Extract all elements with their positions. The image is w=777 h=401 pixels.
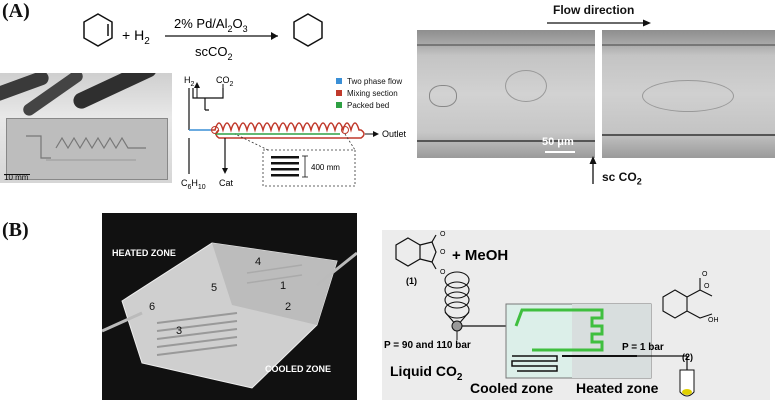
svg-text:O: O (440, 231, 446, 238)
scco2-inlet-arrow (589, 156, 597, 184)
reactor-schematic-a: H2 CO2 Outlet C6H10 Cat 400 mm (181, 75, 407, 191)
legend-item-mixing-section: Mixing section (336, 88, 402, 100)
flow-direction-label: Flow direction (553, 3, 635, 17)
panel-a-label: (A) (2, 0, 30, 22)
reaction-catalyst: 2% Pd/Al2O3 (174, 16, 248, 34)
flow-direction-arrow (547, 19, 651, 27)
cyclohexene-structure (83, 13, 113, 47)
mixer-valve (451, 320, 463, 332)
tube (70, 73, 160, 112)
micrograph-scale-label: 50 μm (542, 136, 574, 148)
liquid-co2-label: Liquid CO2 (390, 363, 463, 383)
scale-bar-line (4, 174, 30, 175)
cooled-zone-schematic-label: Cooled zone (470, 380, 553, 396)
pressure-in-label: P = 90 and 110 bar (384, 340, 471, 351)
cyclohexane-structure (293, 13, 323, 47)
heated-zone-schematic-label: Heated zone (576, 380, 659, 396)
pressure-out-label: P = 1 bar (622, 342, 664, 353)
preheat-coil (444, 271, 470, 327)
chip-photo-a: 10 mm (0, 73, 172, 183)
chip-photo-b: HEATED ZONE COOLED ZONE 1 2 3 4 5 6 (102, 213, 357, 400)
micrograph-left: 50 μm (417, 30, 595, 158)
scco2-inlet-label: sc CO2 (602, 170, 642, 187)
svg-text:O: O (440, 249, 446, 256)
product-structure (662, 278, 713, 319)
cooled-zone-label: COOLED ZONE (265, 364, 332, 374)
channel-depth-label: 400 mm (311, 163, 340, 172)
compound-2-label: (2) (682, 352, 693, 362)
zone-number-1: 1 (280, 280, 287, 292)
inlet-h2: H2 (184, 75, 195, 88)
legend-a: Two phase flow Mixing section Packed bed (336, 76, 402, 112)
inlet-cat: Cat (219, 178, 234, 188)
svg-text:OH: OH (708, 317, 719, 324)
reaction-h2: + H2 (122, 27, 150, 47)
legend-item-two-phase-flow: Two phase flow (336, 76, 402, 88)
reaction-scheme: + H2 2% Pd/Al2O3 scCO2 (83, 13, 323, 62)
phthalic-anhydride-structure (395, 234, 437, 270)
channel-inset (262, 149, 356, 187)
zone-number-4: 4 (255, 256, 262, 268)
glass-chip (6, 118, 168, 180)
meoh-label: + MeOH (452, 247, 508, 264)
compound-1-label: (1) (406, 276, 417, 286)
svg-text:O: O (440, 269, 446, 276)
inlet-c6h10: C6H10 (181, 178, 206, 191)
inlet-co2: CO2 (216, 75, 234, 88)
micrograph-right (602, 30, 775, 158)
reactor-schematic-b: O O O (1) + MeOH P = 90 and 110 bar P = … (384, 231, 719, 397)
zone-number-6: 6 (149, 301, 156, 313)
svg-text:O: O (704, 283, 710, 290)
micrograph-scale-bar (545, 151, 575, 153)
collection-vial (679, 369, 695, 397)
zone-number-5: 5 (211, 282, 218, 294)
scale-bar-label: 10 mm (4, 173, 29, 182)
svg-text:O: O (702, 271, 708, 278)
panel-b-label: (B) (2, 219, 29, 241)
outlet-label: Outlet (382, 129, 407, 139)
reaction-solvent: scCO2 (195, 44, 233, 62)
heated-zone-label: HEATED ZONE (112, 248, 176, 258)
zone-number-2: 2 (285, 301, 292, 313)
legend-item-packed-bed: Packed bed (336, 100, 402, 112)
zone-number-3: 3 (176, 325, 183, 337)
